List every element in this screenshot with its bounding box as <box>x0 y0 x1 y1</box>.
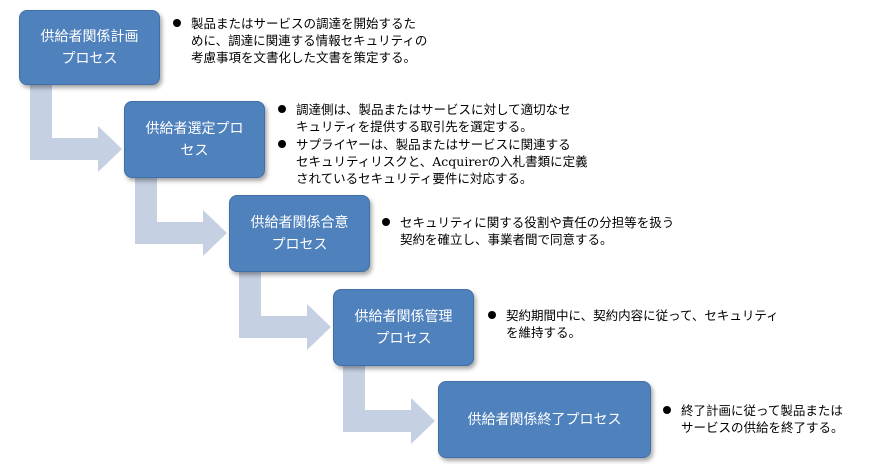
step-box-termination: 供給者関係終了プロセス <box>438 381 651 458</box>
step-box-management: 供給者関係管理 プロセス <box>333 289 474 366</box>
bullet-item: サプライヤーは、製品またはサービスに関連する セキュリティリスクと、Acquir… <box>278 136 588 187</box>
bullet-dot-icon <box>278 105 286 113</box>
step-description-management: 契約期間中に、契約内容に従って、セキュリティ を維持する。 <box>488 307 779 341</box>
step-description-plan: 製品またはサービスの調達を開始するた めに、調達に関連する情報セキュリティの 考… <box>173 15 427 66</box>
bent-arrow-2 <box>135 178 227 256</box>
step-title: 供給者関係合意 <box>250 214 349 231</box>
bullet-dot-icon <box>278 140 286 148</box>
step-box-plan: 供給者関係計画 プロセス <box>19 10 160 85</box>
bullet-dot-icon <box>382 218 390 226</box>
step-box-agreement: 供給者関係合意 プロセス <box>229 195 370 272</box>
step-box-selection: 供給者選定プロ セス <box>124 101 265 178</box>
step-subtitle: プロセス <box>375 330 432 347</box>
bullet-dot-icon <box>173 19 181 27</box>
bullet-item: 終了計画に従って製品または サービスの供給を終了する。 <box>663 402 844 436</box>
bent-arrow-1 <box>30 84 122 172</box>
bullet-item: 契約期間中に、契約内容に従って、セキュリティ を維持する。 <box>488 307 779 341</box>
step-title: 供給者選定プロ <box>145 120 244 137</box>
bullet-dot-icon <box>663 406 671 414</box>
step-title: 供給者関係終了プロセス <box>467 411 622 428</box>
bent-arrow-4 <box>343 366 435 444</box>
step-subtitle: プロセス <box>61 50 118 67</box>
step-title: 供給者関係計画 <box>40 28 139 45</box>
bullet-item: 調達側は、製品またはサービスに対して適切なセ キュリティを提供する取引先を選定す… <box>278 101 588 135</box>
step-description-termination: 終了計画に従って製品または サービスの供給を終了する。 <box>663 402 844 436</box>
step-subtitle: セス <box>180 142 209 159</box>
bullet-dot-icon <box>488 311 496 319</box>
step-description-selection: 調達側は、製品またはサービスに対して適切なセ キュリティを提供する取引先を選定す… <box>278 101 588 187</box>
step-title: 供給者関係管理 <box>354 308 453 325</box>
bullet-item: セキュリティに関する役割や責任の分担等を扱う 契約を確立し、事業者間で同意する。 <box>382 214 674 248</box>
step-subtitle: プロセス <box>271 236 328 253</box>
bent-arrow-3 <box>239 272 331 350</box>
step-description-agreement: セキュリティに関する役割や責任の分担等を扱う 契約を確立し、事業者間で同意する。 <box>382 214 674 248</box>
bullet-item: 製品またはサービスの調達を開始するた めに、調達に関連する情報セキュリティの 考… <box>173 15 427 66</box>
